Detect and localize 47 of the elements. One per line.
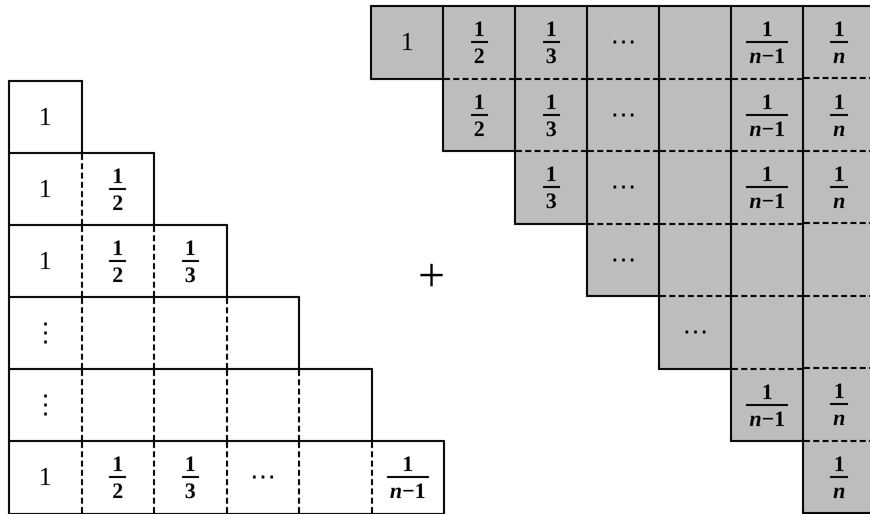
math-term: 1 xyxy=(38,176,52,202)
math-term: ⋯ xyxy=(610,29,636,56)
fraction: 1 3 xyxy=(542,90,560,140)
fraction: 1 n xyxy=(830,162,848,212)
staircase-row xyxy=(8,368,372,442)
fraction: 1 2 xyxy=(470,90,488,140)
math-term: 1 xyxy=(38,464,52,490)
fraction: 1 n−1 xyxy=(746,380,788,430)
math-term: ⋯ xyxy=(610,174,636,200)
shaded-column xyxy=(370,5,444,80)
fraction: 1 n xyxy=(830,452,848,502)
fraction: 1 n−1 xyxy=(746,90,788,140)
shaded-column xyxy=(802,5,870,514)
fraction: 1 2 xyxy=(470,17,488,68)
shaded-column xyxy=(442,5,516,152)
fraction: 1 n xyxy=(830,17,848,68)
staircase-row xyxy=(8,80,82,154)
shaded-column xyxy=(514,5,588,224)
math-term: ⋯ xyxy=(610,102,636,128)
math-term: ⋮ xyxy=(32,392,58,418)
fraction: 1 3 xyxy=(542,17,560,68)
math-term: 1 xyxy=(38,104,52,130)
shaded-column xyxy=(658,5,732,370)
fraction: 1 2 xyxy=(109,164,126,214)
shaded-column xyxy=(586,5,660,297)
fraction: 1 n−1 xyxy=(746,17,788,68)
math-term: ⋯ xyxy=(610,246,636,273)
math-term: ⋯ xyxy=(682,319,708,346)
staircase-row xyxy=(8,224,228,298)
fraction: 1 n xyxy=(830,379,848,430)
fraction: 1 n−1 xyxy=(386,452,429,502)
fraction: 1 3 xyxy=(182,236,199,286)
fraction: 1 3 xyxy=(182,452,199,502)
fraction: 1 2 xyxy=(109,236,126,286)
math-term: ⋯ xyxy=(250,464,276,490)
plus-sign: + xyxy=(418,252,446,300)
fraction: 1 2 xyxy=(109,452,126,502)
shaded-column xyxy=(730,5,804,442)
math-term: 1 xyxy=(400,29,414,56)
fraction: 1 n xyxy=(830,90,848,140)
staircase-row xyxy=(8,440,445,514)
staircase-row xyxy=(8,296,300,370)
fraction: 1 n−1 xyxy=(746,162,788,212)
math-term: 1 xyxy=(38,248,52,274)
math-term: ⋮ xyxy=(32,320,58,346)
fraction: 1 3 xyxy=(542,162,560,212)
staircase-row xyxy=(8,152,155,226)
